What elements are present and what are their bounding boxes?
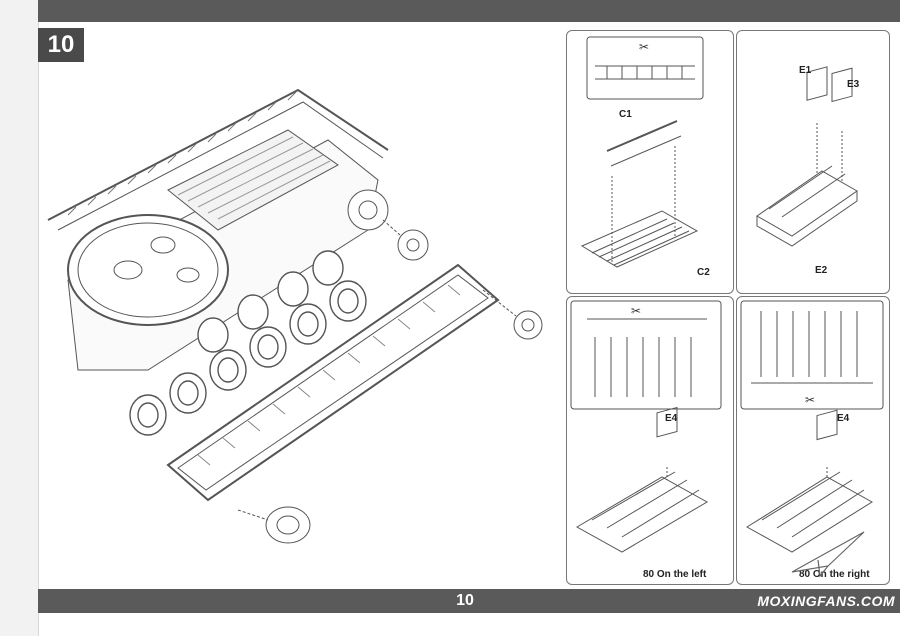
part-label-e4-left: E4 <box>665 413 678 424</box>
page-number: 10 <box>456 592 474 609</box>
watermark-text: MOXINGFANS.COM <box>757 593 895 609</box>
panel-e-parts: E1 E3 E2 <box>736 30 890 294</box>
paper-plane-logo-icon <box>791 531 865 578</box>
part-label-c1: C1 <box>619 109 632 120</box>
right-track-sprue-drawing <box>740 300 884 553</box>
bottom-bar <box>38 589 900 613</box>
left-track-sprue-drawing <box>570 300 722 553</box>
caption-right-track: 80 On the right <box>799 569 870 580</box>
part-label-e1: E1 <box>799 65 812 76</box>
sprue-c-drawing <box>580 36 704 268</box>
binding-edge <box>0 0 39 636</box>
panel-c-parts: ✂ C1 C2 <box>566 30 734 294</box>
tank-hull-assembly-drawing <box>47 88 543 544</box>
top-bar <box>38 0 900 22</box>
panel-right-track: ✂ E4 80 On the right <box>736 296 890 585</box>
part-label-e3: E3 <box>847 79 860 90</box>
cutter-icon: ✂ <box>805 393 816 407</box>
part-label-c2: C2 <box>697 267 710 278</box>
sprue-e-drawing <box>756 66 858 247</box>
step-number-badge: 10 <box>38 28 84 62</box>
part-label-e2: E2 <box>815 265 828 276</box>
cutter-icon: ✂ <box>631 304 642 318</box>
caption-left-track: 80 On the left <box>643 569 707 580</box>
panel-left-track: ✂ E4 80 On the left <box>566 296 734 585</box>
cutter-icon: ✂ <box>639 40 650 54</box>
part-label-e4-right: E4 <box>837 413 850 424</box>
